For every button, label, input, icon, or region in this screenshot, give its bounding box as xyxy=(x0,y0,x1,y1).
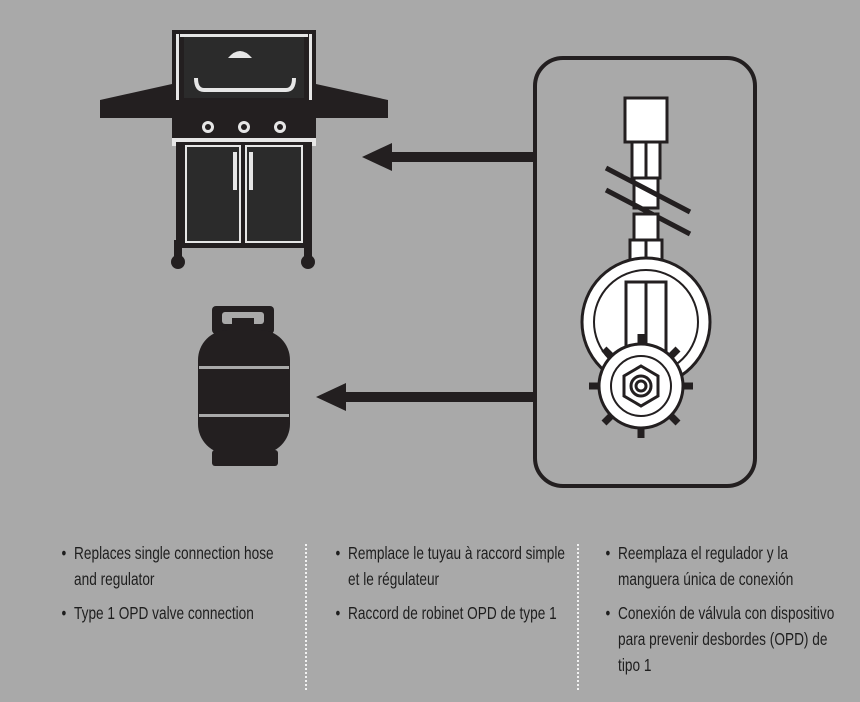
gas-grill-icon xyxy=(100,30,388,269)
list-item: Remplace le tuyau à raccord simple et le… xyxy=(334,540,568,592)
hose-regulator-icon xyxy=(580,96,712,438)
list-item: Conexión de válvula con dispositivo para… xyxy=(604,600,846,678)
column-divider xyxy=(305,544,307,690)
arrow-to-grill xyxy=(362,143,536,171)
spanish-column: Reemplaza el regulador y la manguera úni… xyxy=(604,540,846,695)
hose-regulator-box xyxy=(533,56,757,488)
spanish-feature-list: Reemplaza el regulador y la manguera úni… xyxy=(604,540,846,678)
french-column: Remplace le tuyau à raccord simple et le… xyxy=(334,540,568,695)
english-column: Replaces single connection hose and regu… xyxy=(60,540,294,695)
propane-tank-icon xyxy=(198,306,290,466)
arrow-to-tank xyxy=(316,383,536,411)
list-item: Reemplaza el regulador y la manguera úni… xyxy=(604,540,846,592)
french-feature-list: Remplace le tuyau à raccord simple et le… xyxy=(334,540,568,626)
illustration xyxy=(100,30,757,488)
list-item: Raccord de robinet OPD de type 1 xyxy=(334,600,568,626)
list-item: Type 1 OPD valve connection xyxy=(60,600,294,626)
column-divider xyxy=(577,544,579,690)
list-item: Replaces single connection hose and regu… xyxy=(60,540,294,592)
english-feature-list: Replaces single connection hose and regu… xyxy=(60,540,294,626)
